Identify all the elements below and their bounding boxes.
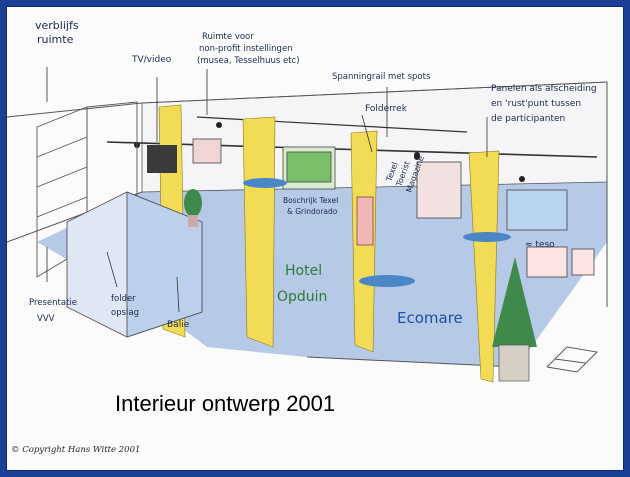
sketch-paper: verblijfs ruimte TV/video Ruimte voor no…: [6, 6, 624, 471]
wall-posters: [192, 138, 595, 278]
tv-video-label: TV/video: [131, 55, 172, 65]
balie-label: Balie: [167, 320, 190, 330]
teso-label: ≈ teso: [525, 240, 555, 250]
presentatie-label-1: Presentatie: [29, 298, 77, 308]
plants: [184, 189, 537, 382]
opduin-label: Opduin: [277, 289, 327, 305]
folderrek-label: Folderrek: [365, 104, 408, 114]
ruimte-label-2: non-profit instellingen: [199, 44, 293, 54]
spanningrail-label: Spanningrail met spots: [332, 72, 431, 82]
ruimte-label-3: (musea, Tesselhuus etc): [197, 56, 300, 66]
ceiling-edge: [7, 81, 608, 118]
leader-lines: [46, 67, 488, 313]
panelen-label-2: en 'rust'punt tussen: [491, 99, 581, 109]
interior-sketch: verblijfs ruimte TV/video Ruimte voor no…: [7, 19, 608, 383]
copyright-text: © Copyright Hans Witte 2001: [11, 445, 141, 455]
verblijfs-label-2: ruimte: [37, 33, 74, 46]
tv-set: [147, 145, 177, 173]
panelen-label-1: Panelen als afscheiding: [491, 84, 597, 94]
boschrijk-label-2: & Grindorado: [287, 207, 338, 216]
hotel-label: Hotel: [285, 263, 322, 279]
folder-opslag-label-1: folder: [111, 294, 136, 304]
ruimte-label-1: Ruimte voor: [202, 32, 254, 42]
spot-rail-2: [196, 116, 468, 133]
blue-shelves: [243, 178, 511, 287]
ecomare-label: Ecomare: [397, 309, 463, 327]
folder-opslag-label-2: opslag: [111, 308, 139, 318]
panelen-label-3: de participanten: [491, 114, 565, 124]
folder-rack: [356, 196, 374, 246]
presentatie-label-2: VVV: [37, 314, 55, 324]
stairs: [546, 346, 598, 373]
balie-front: [126, 191, 203, 338]
verblijfs-label-1: verblijfs: [35, 19, 79, 32]
boschrijk-label-1: Boschrijk Texel: [283, 196, 338, 205]
caption-title: Interieur ontwerp 2001: [115, 391, 336, 416]
